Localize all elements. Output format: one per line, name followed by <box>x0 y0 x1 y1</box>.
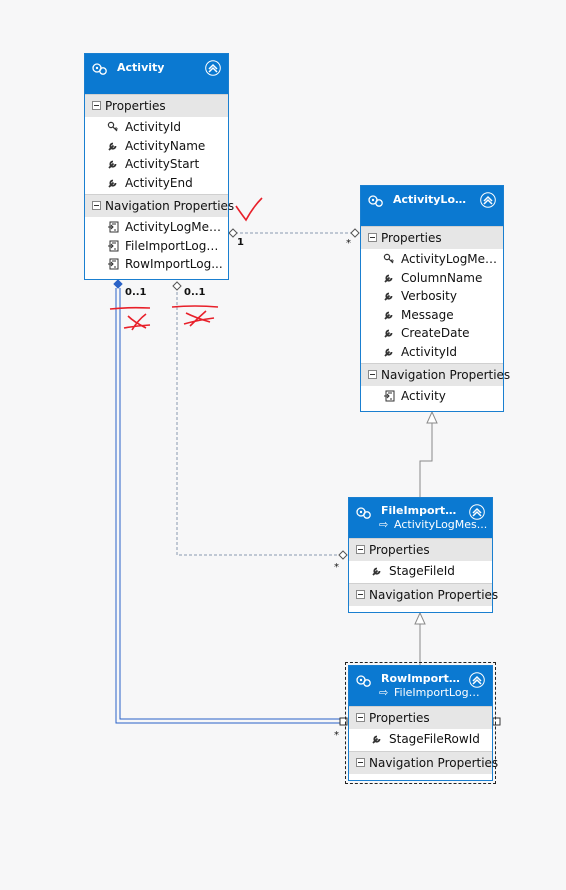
entity-type-icon <box>356 675 371 687</box>
double-chevron-up-icon[interactable] <box>205 60 221 76</box>
wrench-property-icon <box>384 348 393 357</box>
annotation-underline-left <box>109 306 151 310</box>
wrench-property-icon <box>108 142 117 151</box>
property-activity-end[interactable]: ActivityEnd <box>85 174 228 193</box>
collapse-toggle-icon[interactable] <box>368 370 377 379</box>
navigation-property-icon <box>108 258 119 270</box>
collapse-toggle-icon[interactable] <box>92 201 101 210</box>
navigation-section-header[interactable]: Navigation Properties <box>349 582 498 606</box>
entity-type-icon <box>356 507 371 519</box>
double-chevron-up-icon[interactable] <box>480 192 496 208</box>
entity-header[interactable]: ActivityLogM... <box>361 186 503 226</box>
entity-file-import-log[interactable]: FileImportLog... ⇨ActivityLogMes... Prop… <box>348 497 498 613</box>
inheritance-arrow-icon: ⇨ <box>379 518 389 531</box>
selection-handle-right[interactable] <box>492 717 501 726</box>
double-chevron-up-icon[interactable] <box>469 672 485 688</box>
wrench-property-icon <box>372 567 381 576</box>
property-stage-file-id[interactable]: StageFileId <box>349 562 492 581</box>
entity-row-import-log[interactable]: RowImportLo... ⇨FileImportLogM... Proper… <box>345 662 498 784</box>
multiplicity-many-row: * <box>334 730 339 741</box>
multiplicity-zero-one-row: 0..1 <box>125 287 147 298</box>
properties-section-header[interactable]: Properties <box>85 94 228 117</box>
wrench-property-icon <box>384 292 393 301</box>
annotation-cross-right <box>183 310 215 327</box>
property-stage-file-row-id[interactable]: StageFileRowId <box>349 730 492 749</box>
wrench-property-icon <box>384 311 393 320</box>
entity-type-icon <box>92 63 107 75</box>
property-column-name[interactable]: ColumnName <box>361 269 503 288</box>
multiplicity-many-log: * <box>346 238 351 249</box>
property-message[interactable]: Message <box>361 306 503 325</box>
property-verbosity[interactable]: Verbosity <box>361 287 503 306</box>
property-activity-name[interactable]: ActivityName <box>85 137 228 156</box>
collapse-toggle-icon[interactable] <box>356 757 365 767</box>
collapse-toggle-icon[interactable] <box>92 101 101 110</box>
entity-activity[interactable]: Activity Properties ActivityId ActivityN… <box>84 53 234 280</box>
collapse-toggle-icon[interactable] <box>356 545 365 554</box>
nav-property-file-import-logs[interactable]: FileImportLogM... <box>85 237 228 256</box>
wrench-property-icon <box>384 329 393 338</box>
nav-property-row-import-logs[interactable]: RowImportLog... <box>85 255 228 274</box>
association-end-diamond-activity-2 <box>172 281 182 291</box>
association-end-diamond-activity <box>228 228 238 238</box>
entity-activity-log-message[interactable]: ActivityLogM... Properties ActivityLogMe… <box>360 185 510 412</box>
multiplicity-many-file: * <box>334 562 339 573</box>
association-end-diamond-activity-3 <box>113 279 123 289</box>
navigation-property-icon <box>108 221 119 233</box>
wrench-property-icon <box>384 274 393 283</box>
multiplicity-one: 1 <box>237 237 244 248</box>
entity-header[interactable]: RowImportLo... ⇨FileImportLogM... <box>349 666 492 706</box>
collapse-toggle-icon[interactable] <box>356 589 365 599</box>
double-chevron-up-icon[interactable] <box>469 504 485 520</box>
navigation-section-header[interactable]: Navigation Properties <box>85 194 234 217</box>
entity-type-icon <box>368 195 383 207</box>
property-activity-log-message-id[interactable]: ActivityLogMess... <box>361 250 503 269</box>
entity-title: ActivityLogM... <box>393 193 473 206</box>
association-activity-file-import[interactable] <box>176 292 340 556</box>
navigation-section-header[interactable]: Navigation Properties <box>361 363 510 386</box>
properties-section-header[interactable]: Properties <box>361 226 503 249</box>
navigation-property-icon <box>384 390 395 402</box>
nav-property-activity-log-messages[interactable]: ActivityLogMess... <box>85 218 228 237</box>
annotation-underline-right <box>171 305 219 308</box>
association-end-diamond-file <box>338 550 348 560</box>
inheritance-arrowhead-log <box>426 410 438 424</box>
collapse-toggle-icon[interactable] <box>368 233 377 242</box>
navigation-section-header[interactable]: Navigation Properties <box>349 750 498 774</box>
entity-title: FileImportLog... <box>381 504 462 517</box>
entity-header[interactable]: FileImportLog... ⇨ActivityLogMes... <box>349 498 492 538</box>
wrench-property-icon <box>108 160 117 169</box>
collapse-toggle-icon[interactable] <box>356 713 365 722</box>
entity-base-type: ⇨FileImportLogM... <box>379 686 488 699</box>
key-property-icon <box>383 253 394 264</box>
property-activity-start[interactable]: ActivityStart <box>85 155 228 174</box>
nav-property-activity[interactable]: Activity <box>361 387 503 406</box>
properties-section-header[interactable]: Properties <box>349 706 492 729</box>
property-activity-id[interactable]: ActivityId <box>85 118 228 137</box>
entity-title: RowImportLo... <box>381 672 462 685</box>
wrench-property-icon <box>108 179 117 188</box>
annotation-checkmark <box>235 197 263 222</box>
annotation-cross-left <box>123 313 151 331</box>
property-create-date[interactable]: CreateDate <box>361 324 503 343</box>
inheritance-arrowhead-file <box>414 611 426 625</box>
association-end-diamond-log <box>350 228 360 238</box>
wrench-property-icon <box>372 735 381 744</box>
association-activity-row-import[interactable] <box>115 288 345 724</box>
multiplicity-zero-one-file: 0..1 <box>184 287 206 298</box>
selection-handle-left[interactable] <box>339 717 348 726</box>
property-activity-id-fk[interactable]: ActivityId <box>361 343 503 362</box>
key-property-icon <box>107 121 118 132</box>
entity-title: Activity <box>117 61 165 74</box>
inheritance-file-to-log[interactable] <box>419 422 433 497</box>
entity-header[interactable]: Activity <box>85 54 228 94</box>
properties-section-header[interactable]: Properties <box>349 538 492 561</box>
navigation-property-icon <box>108 240 119 251</box>
inheritance-arrow-icon: ⇨ <box>379 686 389 699</box>
entity-base-type: ⇨ActivityLogMes... <box>379 518 488 531</box>
